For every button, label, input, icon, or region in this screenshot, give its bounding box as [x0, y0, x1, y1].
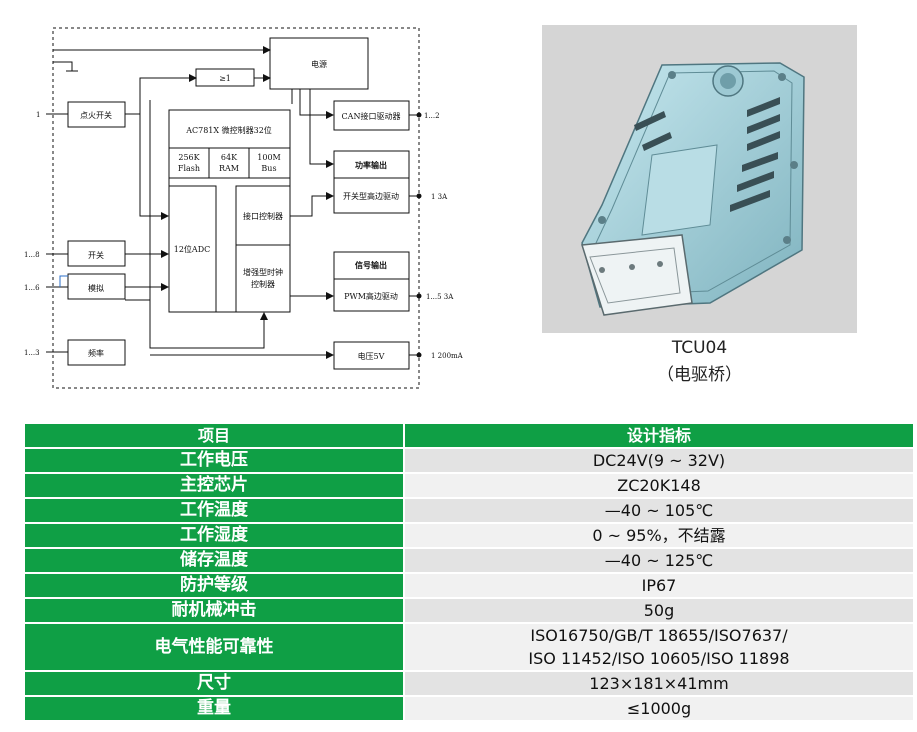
spec-label: 耐机械冲击	[25, 598, 404, 624]
adc-box	[168, 185, 217, 313]
table-row: 耐机械冲击 50g	[25, 598, 913, 624]
table-row: 工作湿度 0 ~ 95%，不结露	[25, 523, 913, 549]
header-item: 项目	[25, 424, 404, 449]
table-row: 主控芯片 ZC20K148	[25, 473, 913, 499]
bus-size: 100M	[257, 153, 280, 162]
spec-label: 主控芯片	[25, 473, 404, 499]
spec-value: DC24V(9 ~ 32V)	[403, 448, 913, 474]
switch-driver-label: 开关型高边驱动	[343, 191, 399, 201]
spec-label: 电气性能可靠性	[25, 623, 404, 672]
spec-rows: 工作电压 DC24V(9 ~ 32V) 主控芯片 ZC20K148 工作温度 —40 ~ …	[25, 448, 913, 722]
pin-pwm-out: 1...5 3A	[426, 293, 454, 301]
spec-value-line: —40 ~ 125℃	[604, 551, 714, 570]
spec-value: 0 ~ 95%，不结露	[403, 523, 913, 549]
pin-v5-out: 1 200mA	[431, 352, 464, 360]
power-label: 电源	[311, 59, 327, 69]
pin-ign: 1	[36, 111, 40, 119]
mcu-label: AC781X 微控制器32位	[185, 125, 272, 135]
v5-label: 电压5V	[358, 351, 385, 361]
spec-value-line: 0 ~ 95%，不结露	[592, 526, 726, 545]
bus-label: Bus	[261, 164, 276, 173]
power-box	[269, 37, 369, 90]
can-driver-label: CAN接口驱动器	[342, 111, 401, 121]
product-photo	[542, 25, 857, 333]
table-row: 储存温度 —40 ~ 125℃	[25, 548, 913, 574]
spec-value-line: ISO16750/GB/T 18655/ISO7637/	[530, 626, 788, 645]
product-subtitle: （电驱桥）	[657, 365, 742, 385]
timer-ctrl-box	[235, 244, 291, 313]
pin-sw-in: 1...8	[24, 251, 40, 259]
table-row: 重量 ≤1000g	[25, 696, 913, 722]
flash-label: Flash	[178, 164, 200, 173]
spec-label: 储存温度	[25, 548, 404, 574]
spec-value: 123×181×41mm	[403, 671, 913, 697]
flash-size: 256K	[178, 153, 200, 162]
table-row: 工作温度 —40 ~ 105℃	[25, 498, 913, 524]
ignition-switch-label: 点火开关	[80, 110, 112, 120]
table-row: 防护等级 IP67	[25, 573, 913, 599]
spec-value-line: ZC20K148	[617, 476, 701, 495]
freq-in-label: 频率	[88, 348, 104, 358]
product-name: TCU04	[671, 338, 728, 358]
spec-label: 工作湿度	[25, 523, 404, 549]
spec-label: 防护等级	[25, 573, 404, 599]
spec-value-line: —40 ~ 105℃	[604, 501, 714, 520]
adc-label: 12位ADC	[174, 244, 211, 254]
spec-value: 50g	[403, 598, 913, 624]
spec-label: 尺寸	[25, 671, 404, 697]
spec-value-line: 50g	[643, 601, 675, 620]
spec-value-line: 123×181×41mm	[589, 674, 729, 693]
power-output-box	[333, 150, 410, 214]
timer-ctrl-label-2: 控制器	[251, 279, 275, 289]
block-diagram: 电源 ≥1 点火开关 AC781X 微控制器32位 256K Flash 64K…	[24, 27, 464, 389]
table-row: 尺寸 123×181×41mm	[25, 671, 913, 697]
signal-output-label: 信号输出	[355, 260, 387, 270]
analog-in-label: 模拟	[88, 283, 104, 293]
spec-label: 工作电压	[25, 448, 404, 474]
spec-value: ≤1000g	[403, 696, 913, 722]
switch-in-label: 开关	[88, 250, 104, 260]
spec-label: 工作温度	[25, 498, 404, 524]
spec-value-line: IP67	[641, 576, 677, 595]
table-header-row: 项目 设计指标	[25, 424, 913, 449]
spec-value-line: DC24V(9 ~ 32V)	[592, 451, 726, 470]
header-value: 设计指标	[403, 424, 913, 449]
spec-value: —40 ~ 125℃	[403, 548, 913, 574]
signal-output-box	[333, 251, 410, 312]
interface-ctrl-label: 接口控制器	[243, 211, 283, 221]
or-gate-label: ≥1	[219, 74, 231, 83]
spec-value: ZC20K148	[403, 473, 913, 499]
spec-label: 重量	[25, 696, 404, 722]
timer-ctrl-label-1: 增强型时钟	[243, 267, 283, 277]
spec-value-line: ISO 11452/ISO 10605/ISO 11898	[528, 649, 790, 668]
pin-an-in: 1...6	[24, 284, 40, 292]
spec-value-line: ≤1000g	[626, 699, 692, 718]
pwm-driver-label: PWM高边驱动	[344, 291, 398, 301]
spec-value: IP67	[403, 573, 913, 599]
power-output-label: 功率输出	[355, 160, 387, 170]
pin-sw-out: 1 3A	[431, 193, 448, 201]
pin-fr-in: 1...3	[24, 349, 40, 357]
spec-value: —40 ~ 105℃	[403, 498, 913, 524]
spec-value: ISO16750/GB/T 18655/ISO7637/ISO 11452/IS…	[403, 623, 913, 672]
ram-label: RAM	[219, 164, 239, 173]
pin-can: 1...2	[424, 112, 440, 120]
ram-size: 64K	[221, 153, 238, 162]
table-row: 工作电压 DC24V(9 ~ 32V)	[25, 448, 913, 474]
